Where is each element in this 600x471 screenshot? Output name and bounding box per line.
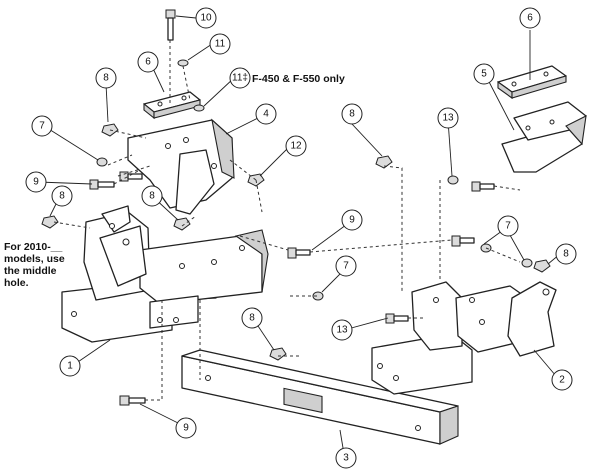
svg-text:3: 3 (343, 453, 349, 464)
callout-8-c: 8 (141, 185, 163, 207)
callout-7-c: 7 (497, 215, 519, 237)
part-3-crossbar (181, 349, 459, 445)
callout-9-a: 9 (25, 171, 47, 193)
callout-11: 11 (209, 33, 231, 55)
svg-text:9: 9 (183, 423, 189, 434)
svg-text:7: 7 (505, 221, 511, 232)
svg-text:8: 8 (103, 73, 109, 84)
callout-4: 4 (255, 103, 277, 125)
svg-text:2: 2 (559, 375, 565, 386)
svg-text:6: 6 (145, 57, 151, 68)
hardware (41, 9, 551, 406)
callout-10: 10 (195, 7, 217, 29)
callout-6-right: 6 (519, 7, 541, 29)
svg-text:9: 9 (33, 177, 39, 188)
callout-8-a: 8 (95, 67, 117, 89)
model-note-line-1: For 2010-__ (4, 241, 63, 253)
model-note-line-2: models, use (4, 253, 65, 265)
part-4-upper-bracket (127, 118, 235, 215)
callout-12: 12 (285, 135, 307, 157)
svg-text:13: 13 (442, 113, 454, 124)
callout-6-left: 6 (137, 51, 159, 73)
callout-1: 1 (59, 355, 81, 377)
callout-2: 2 (551, 369, 573, 391)
callout-7-b: 7 (335, 255, 357, 277)
svg-text:10: 10 (200, 13, 212, 24)
part-1-left-bracket (61, 205, 269, 343)
svg-text:12: 12 (290, 141, 302, 152)
part-5-clamp-bracket (501, 101, 587, 173)
svg-text:9: 9 (349, 215, 355, 226)
svg-text:6: 6 (527, 13, 533, 24)
svg-text:5: 5 (481, 69, 487, 80)
svg-text:13: 13 (336, 325, 348, 336)
callout-13-b: 13 (331, 319, 353, 341)
callout-9-b: 9 (341, 209, 363, 231)
part-2-right-bracket (371, 281, 557, 395)
callout-7-a: 7 (31, 115, 53, 137)
svg-text:8: 8 (563, 249, 569, 260)
callout-8-e: 8 (241, 307, 263, 329)
callout-11-double-dagger: 11‡ (229, 67, 251, 89)
callout-8-f: 8 (555, 243, 577, 265)
callout-8-d: 8 (341, 103, 363, 125)
svg-text:11‡: 11‡ (232, 73, 248, 84)
svg-text:8: 8 (249, 313, 255, 324)
f-series-note: F-450 & F-550 only (252, 73, 345, 85)
callout-5: 5 (473, 63, 495, 85)
callout-13-a: 13 (437, 107, 459, 129)
model-note-line-3: the middle (4, 265, 57, 277)
assembly-lines (53, 40, 521, 401)
svg-text:8: 8 (149, 191, 155, 202)
callout-8-b: 8 (51, 185, 73, 207)
part-6-right-plate (497, 65, 567, 100)
callout-3: 3 (335, 447, 357, 469)
svg-text:8: 8 (59, 191, 65, 202)
model-note-line-4: hole. (4, 277, 29, 289)
svg-text:7: 7 (39, 121, 45, 132)
svg-text:4: 4 (263, 109, 269, 120)
svg-text:8: 8 (349, 109, 355, 120)
part-6-left-plate (143, 91, 201, 120)
callout-9-c: 9 (175, 417, 197, 439)
svg-text:11: 11 (215, 39, 226, 50)
svg-text:1: 1 (67, 361, 73, 372)
svg-text:7: 7 (343, 261, 349, 272)
